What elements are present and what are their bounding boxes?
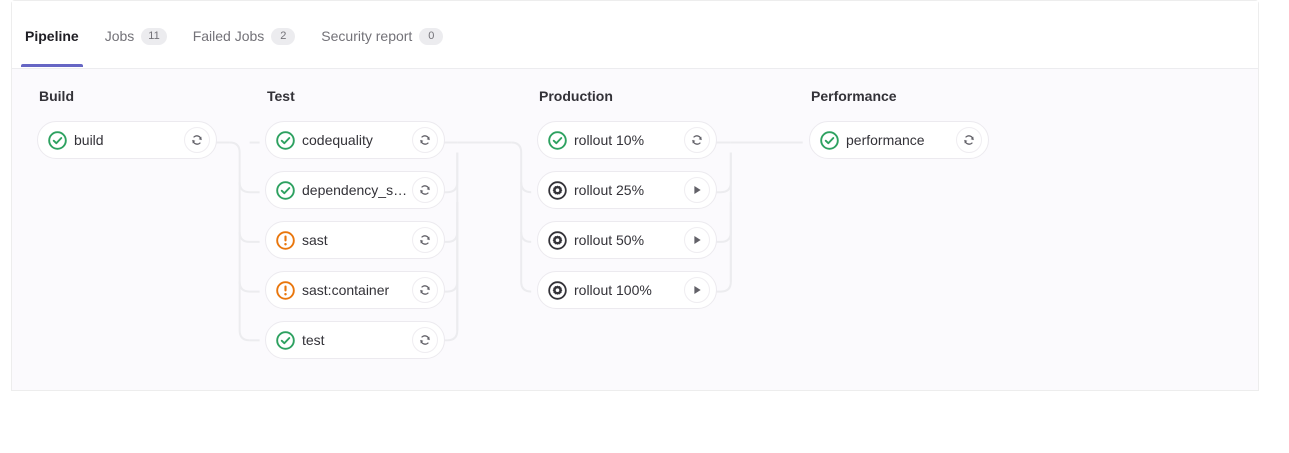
retry-icon (964, 135, 974, 145)
retry-job-button[interactable] (412, 127, 438, 153)
play-icon (694, 285, 701, 295)
retry-job-button[interactable] (956, 127, 982, 153)
tab-label: Jobs (104, 28, 135, 44)
job-name: rollout 10% (574, 132, 645, 148)
status-success-icon (820, 130, 839, 150)
tab-label: Pipeline (25, 28, 79, 44)
job-name: test (302, 332, 325, 348)
tab-badge: 11 (141, 28, 167, 45)
stage-title: Test (267, 88, 295, 104)
job-card[interactable]: rollout 25% (537, 171, 717, 209)
tab-label: Failed Jobs (192, 28, 265, 44)
job-list: codequality dependency_s…sast sast:contain… (265, 121, 445, 371)
retry-icon (420, 285, 430, 295)
retry-icon (692, 135, 702, 145)
job-name: rollout 50% (574, 232, 645, 248)
tab-badge: 2 (271, 28, 296, 45)
retry-job-button[interactable] (412, 327, 438, 353)
job-card[interactable]: rollout 100% (537, 271, 717, 309)
tab-failed-jobs[interactable]: Failed Jobs 2 (180, 1, 309, 67)
job-list: build (37, 121, 217, 171)
retry-job-button[interactable] (184, 127, 210, 153)
status-success-icon (548, 130, 567, 150)
job-name: sast:container (302, 282, 390, 298)
status-success-icon (276, 180, 295, 200)
retry-icon (420, 185, 430, 195)
pipeline-graph: Build build Test codequality dependency_s…sa… (12, 69, 1258, 390)
retry-job-button[interactable] (412, 277, 438, 303)
status-success-icon (276, 330, 295, 350)
job-card[interactable]: rollout 50% (537, 221, 717, 259)
pipeline-panel: Pipeline Jobs 11 Failed Jobs 2 Security repor… (11, 0, 1259, 391)
retry-job-button[interactable] (412, 177, 438, 203)
job-name: rollout 25% (574, 182, 645, 198)
status-manual-icon (548, 230, 567, 250)
play-job-button[interactable] (684, 177, 710, 203)
tab-bar: Pipeline Jobs 11 Failed Jobs 2 Security repor… (12, 1, 1258, 69)
status-manual-icon (548, 180, 567, 200)
stage-title: Production (539, 88, 613, 104)
play-job-button[interactable] (684, 277, 710, 303)
tab-jobs[interactable]: Jobs 11 (92, 1, 180, 67)
job-card[interactable]: sast:container (265, 271, 445, 309)
job-name: dependency_s… (302, 182, 408, 198)
tab-security-report[interactable]: Security report 0 (308, 1, 456, 67)
tab-pipeline[interactable]: Pipeline (12, 1, 92, 67)
status-manual-icon (548, 280, 567, 300)
tab-label: Security report (321, 28, 413, 44)
job-list: rollout 10% rollout 25% rollout 50% rollout… (537, 121, 717, 321)
retry-icon (420, 135, 430, 145)
job-name: performance (846, 132, 925, 148)
job-name: rollout 100% (574, 282, 652, 298)
play-job-button[interactable] (684, 227, 710, 253)
tab-badge: 0 (419, 28, 444, 45)
stage-title: Performance (811, 88, 897, 104)
retry-icon (420, 335, 430, 345)
job-name: build (74, 132, 104, 148)
retry-icon (192, 135, 202, 145)
job-name: codequality (302, 132, 373, 148)
status-warning-icon (276, 230, 295, 250)
job-list: performance (809, 121, 989, 171)
retry-job-button[interactable] (412, 227, 438, 253)
play-icon (694, 235, 701, 245)
retry-job-button[interactable] (684, 127, 710, 153)
job-card[interactable]: dependency_s… (265, 171, 445, 209)
retry-icon (420, 235, 430, 245)
job-card[interactable]: codequality (265, 121, 445, 159)
job-card[interactable]: build (37, 121, 217, 159)
status-warning-icon (276, 280, 295, 300)
job-card[interactable]: performance (809, 121, 989, 159)
play-icon (694, 185, 701, 195)
job-card[interactable]: test (265, 321, 445, 359)
status-success-icon (48, 130, 67, 150)
job-card[interactable]: sast (265, 221, 445, 259)
status-success-icon (276, 130, 295, 150)
stage-title: Build (39, 88, 74, 104)
job-card[interactable]: rollout 10% (537, 121, 717, 159)
job-name: sast (302, 232, 328, 248)
